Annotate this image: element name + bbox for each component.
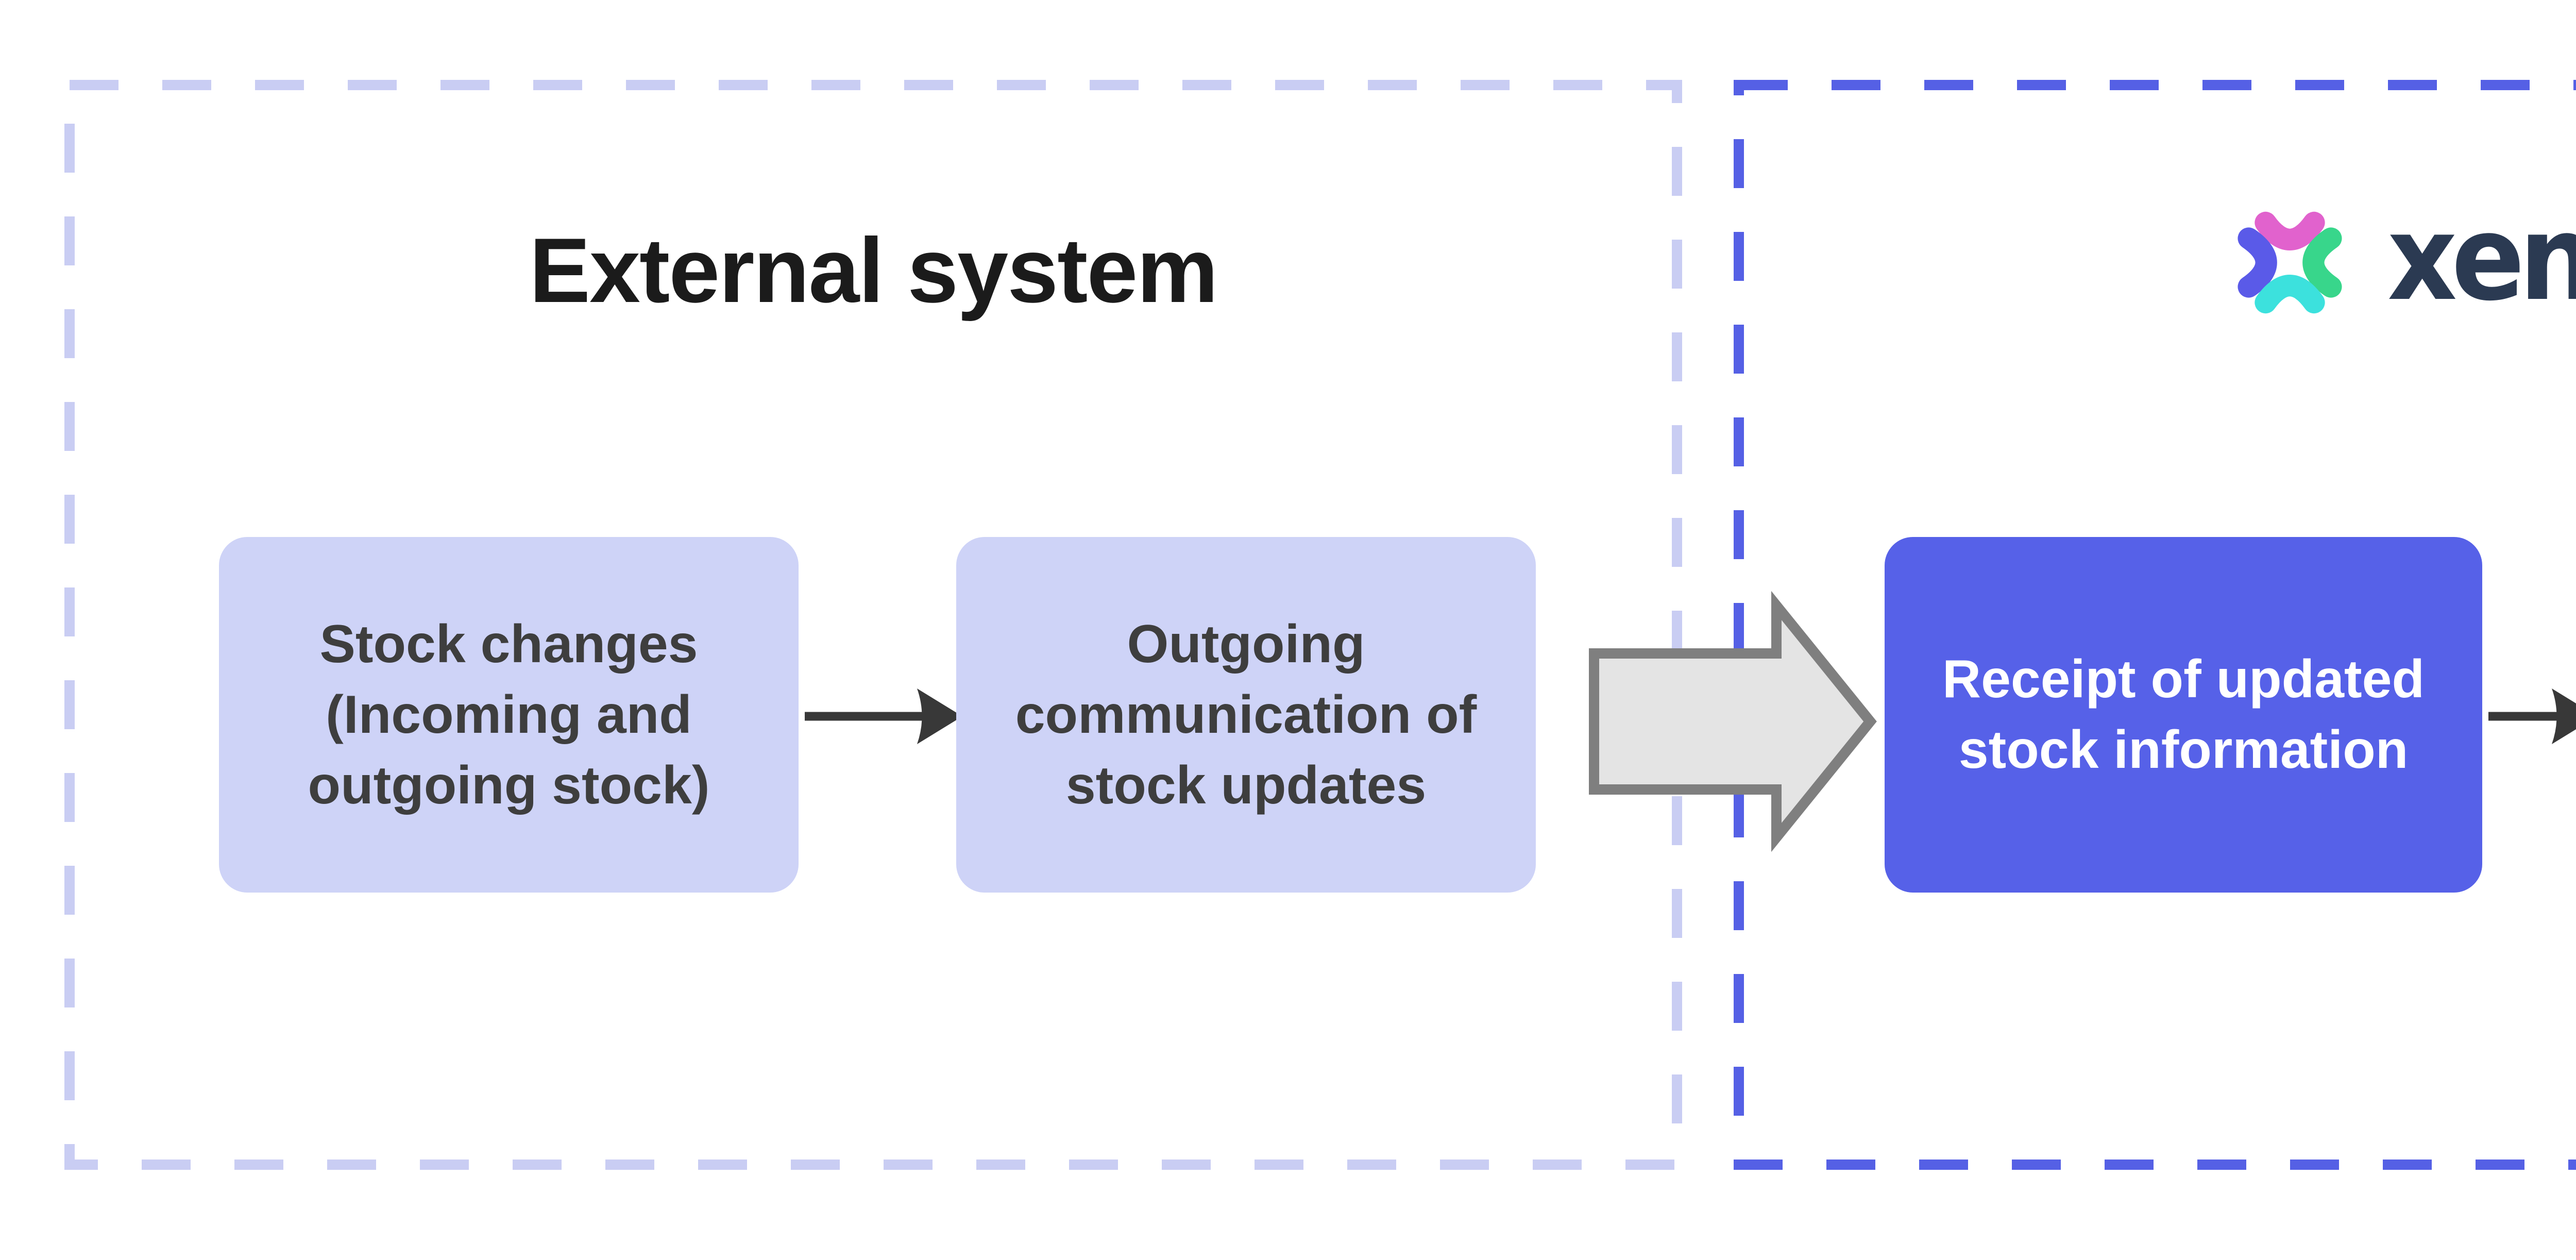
step-line: outgoing stock) <box>308 755 710 815</box>
external-system-title: External system <box>529 219 1218 322</box>
step-line: (Incoming and <box>326 684 692 745</box>
xentral-logo-wordmark: xentral <box>2387 189 2576 327</box>
flow-arrow-stock-to-outgoing-icon <box>805 688 962 744</box>
xentral-logo-icon <box>2238 211 2342 314</box>
logo-stroke-bottom-cyan <box>2255 275 2325 314</box>
step-box-receipt-of-stock-info: Receipt of updated stock information <box>1885 537 2482 893</box>
step-box-stock-changes: Stock changes (Incoming and outgoing sto… <box>219 537 799 893</box>
xentral-logo: xentral <box>1739 197 2576 328</box>
step-line: Outgoing <box>1127 614 1365 674</box>
step-box-outgoing-communication: Outgoing communication of stock updates <box>956 537 1536 893</box>
step-line: stock information <box>1958 720 2409 780</box>
step-line: Stock changes <box>319 614 698 674</box>
xentral-dashed-border <box>1734 80 2576 1170</box>
external-system-dashed-border <box>64 80 1682 1170</box>
step-line: stock updates <box>1065 755 1427 815</box>
step-line: Receipt of updated <box>1942 649 2425 709</box>
step-line: communication of <box>1015 684 1477 745</box>
logo-stroke-right-green <box>2302 227 2342 298</box>
flow-arrow-receipt-to-updated-icon <box>2488 688 2576 744</box>
logo-stroke-left-indigo <box>2238 227 2277 298</box>
handoff-arrow-icon <box>1589 591 1877 852</box>
logo-stroke-top-pink <box>2255 211 2325 250</box>
